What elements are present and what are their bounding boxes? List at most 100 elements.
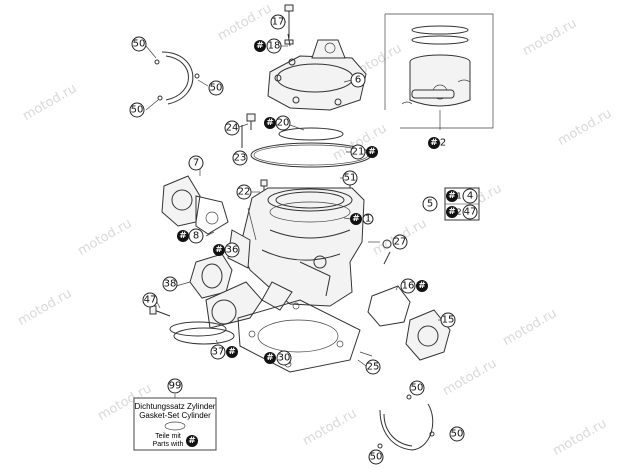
callout-47[interactable]: 47	[462, 204, 478, 220]
svg-text:#: #	[448, 191, 456, 201]
svg-text:27: 27	[394, 237, 407, 248]
callout-17[interactable]: 17	[270, 14, 286, 30]
hash-marker: #	[186, 435, 198, 447]
svg-text:50: 50	[133, 39, 146, 50]
piston-assembly	[384, 13, 494, 130]
svg-text:2: 2	[440, 138, 446, 149]
svg-text:25: 25	[367, 362, 380, 373]
hash-marker: #	[264, 117, 276, 129]
callout-51[interactable]: 51	[342, 170, 358, 186]
callout-25[interactable]: 25	[365, 359, 381, 375]
hose	[154, 51, 200, 105]
hash-marker: #	[264, 352, 276, 364]
svg-text:22: 22	[238, 187, 251, 198]
svg-text:#: #	[179, 231, 187, 241]
svg-text:#: #	[352, 214, 360, 224]
callout-21[interactable]: 21	[350, 144, 366, 160]
cylinder	[227, 187, 365, 311]
svg-text:#: #	[188, 436, 196, 446]
svg-text:47: 47	[464, 207, 477, 218]
svg-text:16: 16	[402, 281, 415, 292]
svg-text:23: 23	[234, 153, 247, 164]
svg-text:#: #	[430, 138, 438, 148]
svg-text:50: 50	[210, 83, 223, 94]
svg-text:1: 1	[456, 192, 461, 201]
callout-37[interactable]: 37	[210, 344, 226, 360]
gasket-kit-label-de: Dichtungssatz Zylinder	[135, 402, 216, 411]
callout-4[interactable]: 4	[462, 188, 478, 204]
callout-22[interactable]: 22	[236, 184, 252, 200]
parts-with-label-de: Teile mit	[155, 433, 181, 440]
svg-text:6: 6	[355, 75, 361, 86]
svg-text:#: #	[266, 353, 274, 363]
o-ring-20	[278, 127, 344, 141]
callout-38[interactable]: 38	[162, 276, 178, 292]
svg-text:#: #	[215, 245, 223, 255]
hash-marker: #	[446, 190, 458, 202]
gasket-kit-label-en: Gasket-Set Cylinder	[139, 411, 211, 420]
svg-text:20: 20	[277, 118, 290, 129]
callout-50[interactable]: 50	[131, 36, 147, 52]
side-cover-left	[161, 175, 229, 235]
svg-text:36: 36	[226, 245, 239, 256]
svg-text:21: 21	[352, 147, 365, 158]
svg-text:#: #	[418, 281, 426, 291]
side-cover-right	[367, 239, 451, 361]
svg-text:#: #	[266, 118, 274, 128]
callout-5[interactable]: 5	[422, 196, 438, 212]
svg-text:18: 18	[268, 41, 281, 52]
callout-20[interactable]: 20	[275, 115, 291, 131]
svg-text:4: 4	[467, 191, 473, 202]
svg-text:#: #	[228, 347, 236, 357]
svg-text:51: 51	[344, 173, 357, 184]
svg-text:15: 15	[442, 315, 455, 326]
callout-99[interactable]: 99	[167, 378, 183, 394]
callout-6[interactable]: 6	[350, 72, 366, 88]
callout-30[interactable]: 30	[276, 350, 292, 366]
hash-marker: #	[350, 213, 362, 225]
callout-16[interactable]: 16	[400, 278, 416, 294]
callout-18[interactable]: 18	[266, 38, 282, 54]
callout-23[interactable]: 23	[232, 150, 248, 166]
svg-text:24: 24	[226, 123, 239, 134]
callout-36[interactable]: 36	[224, 242, 240, 258]
hash-marker: #	[446, 206, 458, 218]
svg-text:5: 5	[427, 199, 433, 210]
callout-8[interactable]: 8	[188, 228, 204, 244]
callout-7[interactable]: 7	[188, 155, 204, 171]
callout-47[interactable]: 47	[142, 292, 158, 308]
svg-text:47: 47	[144, 295, 157, 306]
parts-with-label-en: Parts with	[153, 441, 184, 448]
callout-50[interactable]: 50	[409, 380, 425, 396]
base-gasket	[237, 299, 373, 373]
svg-text:17: 17	[272, 17, 285, 28]
callout-50[interactable]: 50	[129, 102, 145, 118]
callout-2[interactable]: 2	[439, 138, 446, 149]
svg-text:1: 1	[365, 214, 371, 225]
callout-27[interactable]: 27	[392, 234, 408, 250]
callout-50[interactable]: 50	[368, 449, 384, 465]
svg-text:30: 30	[278, 353, 291, 364]
svg-text:99: 99	[169, 381, 182, 392]
callout-15[interactable]: 15	[440, 312, 456, 328]
svg-text:38: 38	[164, 279, 177, 290]
cylinder-head	[267, 4, 367, 111]
svg-text:#: #	[448, 207, 456, 217]
callout-1[interactable]: 1	[362, 213, 374, 225]
callout-24[interactable]: 24	[224, 120, 240, 136]
svg-text:50: 50	[370, 452, 383, 463]
svg-text:37: 37	[212, 347, 225, 358]
svg-text:#: #	[256, 41, 264, 51]
hash-marker: #	[428, 137, 440, 149]
callout-50[interactable]: 50	[449, 426, 465, 442]
hash-marker: #	[213, 244, 225, 256]
svg-text:50: 50	[411, 383, 424, 394]
callout-2[interactable]: 2	[456, 208, 461, 217]
callout-1[interactable]: 1	[456, 192, 461, 201]
svg-text:#: #	[368, 147, 376, 157]
callout-50[interactable]: 50	[208, 80, 224, 96]
hash-marker: #	[177, 230, 189, 242]
svg-text:50: 50	[451, 429, 464, 440]
